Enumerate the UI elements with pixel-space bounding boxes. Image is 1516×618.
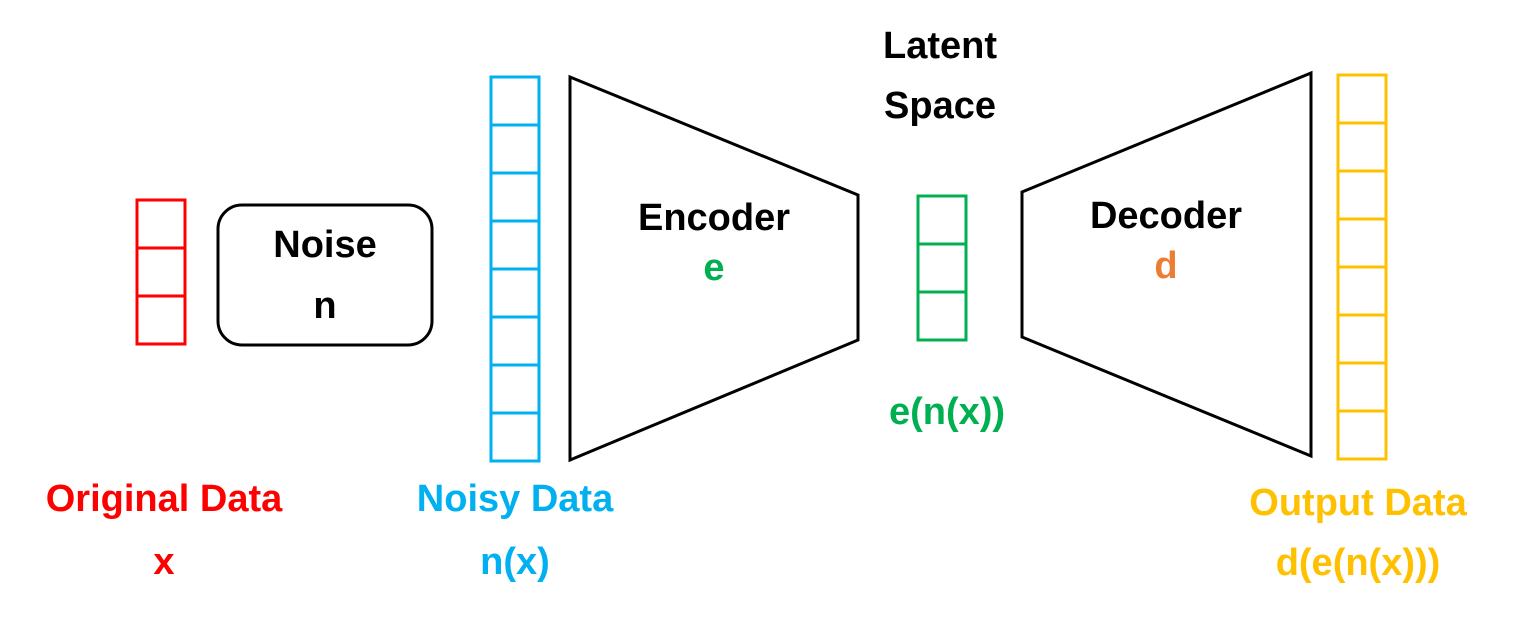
decoder-trapezoid: [1020, 70, 1313, 459]
latent-symbol: e(n(x)): [888, 391, 1006, 433]
noisy-data-cell: [489, 363, 541, 415]
noisy-data-cell: [489, 315, 541, 367]
noisy-data-cell: [489, 219, 541, 271]
latent-cell: [916, 290, 968, 342]
encoder-label: Encoder: [637, 197, 791, 239]
latent-vector: [916, 194, 968, 342]
original-data-symbol: x: [153, 541, 175, 583]
noise-box: [216, 203, 434, 347]
output-data-cell: [1336, 313, 1388, 365]
output-data-vector: [1336, 73, 1388, 461]
original-data-cell: [135, 198, 187, 250]
original-data-cell: [135, 246, 187, 298]
output-data-cell: [1336, 73, 1388, 125]
encoder-trapezoid: [568, 74, 860, 463]
output-data-cell: [1336, 265, 1388, 317]
noisy-data-symbol: n(x): [480, 541, 550, 583]
latent-space-title-line1: Latent: [883, 25, 997, 67]
original-data-cell: [135, 294, 187, 346]
output-data-symbol: d(e(n(x))): [1275, 542, 1441, 584]
latent-space-title-line2: Space: [884, 85, 996, 127]
output-data-cell: [1336, 121, 1388, 173]
decoder-label: Decoder: [1089, 195, 1243, 237]
output-data-cell: [1336, 217, 1388, 269]
noisy-data-cell: [489, 123, 541, 175]
noisy-data-cell: [489, 171, 541, 223]
decoder-symbol: d: [1154, 245, 1178, 287]
encoder-symbol: e: [703, 247, 725, 289]
noisy-data-cell: [489, 267, 541, 319]
noise-symbol: n: [313, 285, 337, 327]
output-data-label: Output Data: [1249, 482, 1467, 524]
latent-cell: [916, 194, 968, 246]
original-data-vector: [135, 198, 187, 346]
original-data-label: Original Data: [45, 478, 283, 520]
output-data-cell: [1336, 409, 1388, 461]
noisy-data-cell: [489, 411, 541, 463]
output-data-cell: [1336, 361, 1388, 413]
noisy-data-cell: [489, 75, 541, 127]
noisy-data-label: Noisy Data: [416, 478, 614, 520]
noisy-data-vector: [489, 75, 541, 463]
output-data-cell: [1336, 169, 1388, 221]
noise-label: Noise: [273, 224, 377, 266]
latent-cell: [916, 242, 968, 294]
